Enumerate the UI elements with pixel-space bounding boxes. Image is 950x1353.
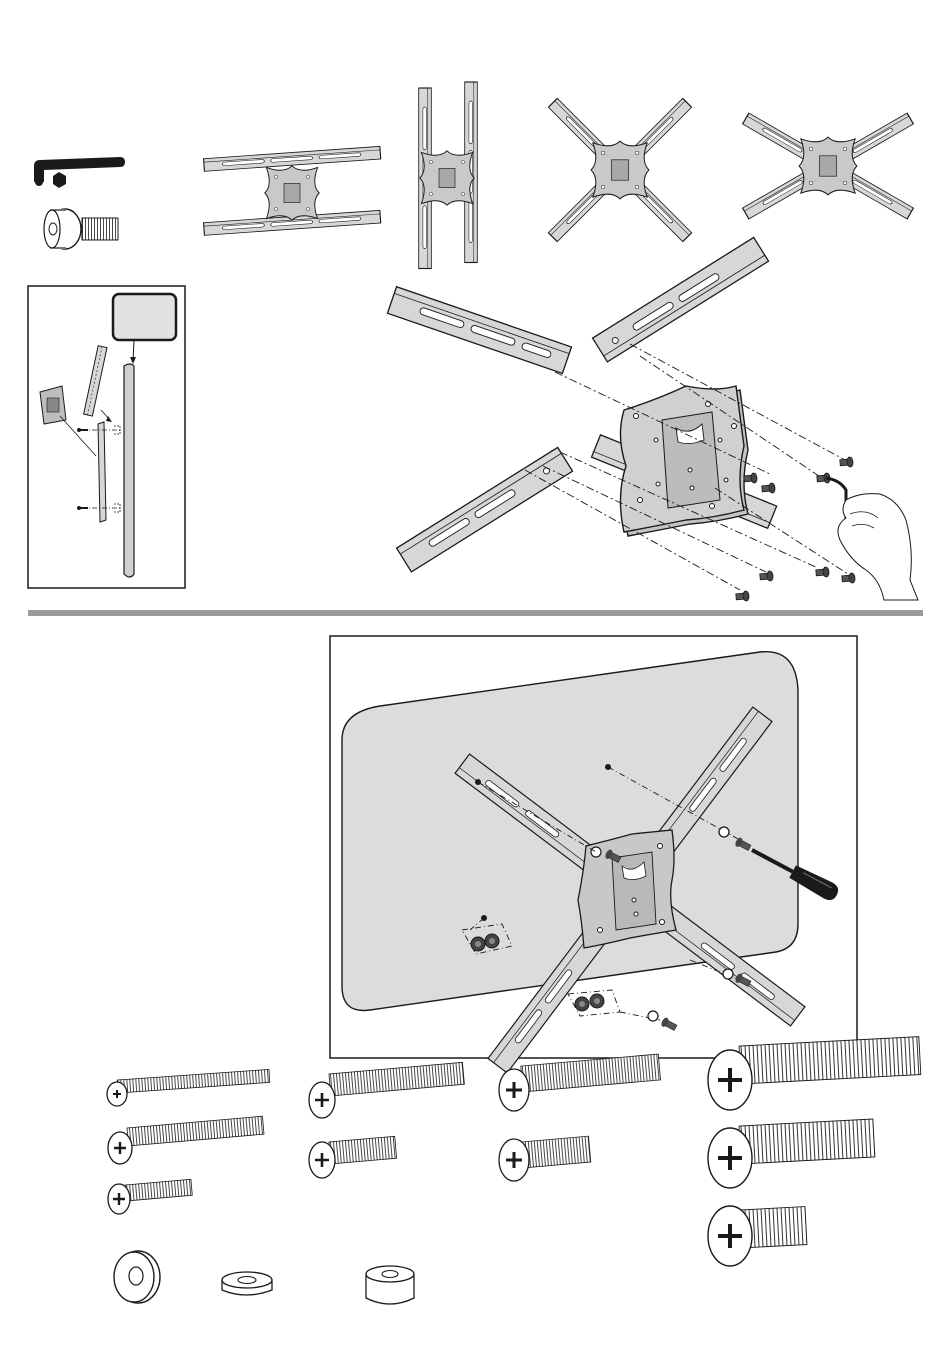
screw-m8-medium bbox=[708, 1119, 875, 1188]
screw-m4-long bbox=[107, 1069, 270, 1106]
arm-upper-left bbox=[387, 287, 571, 374]
section-divider bbox=[28, 610, 923, 616]
mount-plate bbox=[578, 830, 676, 948]
side-view-panel bbox=[28, 286, 185, 588]
hand-allen-key-icon bbox=[826, 478, 918, 600]
config-x-wide bbox=[743, 113, 914, 219]
assembly-bolts bbox=[736, 457, 856, 602]
config-horizontal-arms bbox=[204, 146, 381, 235]
screw-m8-long bbox=[708, 1037, 921, 1110]
exploded-assembly bbox=[387, 237, 918, 601]
spacer-bolt-icon bbox=[44, 209, 118, 249]
tall-spacer-icon bbox=[366, 1266, 414, 1304]
flat-washer-icon bbox=[114, 1251, 160, 1303]
screw-m6-short bbox=[499, 1136, 591, 1181]
mounting-plate bbox=[620, 386, 748, 536]
short-spacer-icon bbox=[222, 1272, 272, 1295]
config-x-narrow bbox=[548, 98, 691, 241]
arm-upper-right bbox=[593, 237, 769, 361]
hardware-screws bbox=[107, 1037, 921, 1266]
screw-m5-long bbox=[309, 1062, 464, 1118]
tv-mount-panel bbox=[330, 636, 857, 1073]
screw-m8-short bbox=[708, 1206, 807, 1266]
allen-key-icon bbox=[34, 157, 125, 188]
screw-m4-short bbox=[108, 1179, 192, 1214]
screw-m6-long bbox=[499, 1054, 661, 1111]
screw-m5-short bbox=[309, 1136, 397, 1178]
arm-lower-left bbox=[397, 447, 573, 571]
hardware-washers bbox=[114, 1251, 414, 1304]
screw-m4-medium bbox=[108, 1116, 264, 1164]
config-vertical-arms bbox=[419, 82, 478, 269]
